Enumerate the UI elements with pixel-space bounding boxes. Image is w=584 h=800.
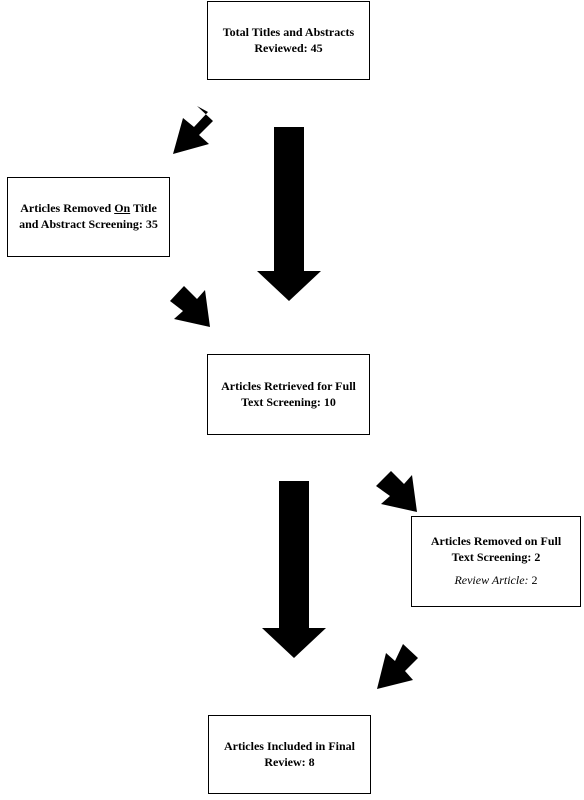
box-removed-title-line2: and Abstract Screening: 35: [19, 217, 158, 231]
box-retrieved-full-text: Articles Retrieved for Full Text Screeni…: [207, 354, 370, 435]
box-removed-title-abstract: Articles Removed On Title and Abstract S…: [7, 177, 170, 257]
box-removed-full-line1: Articles Removed on Full: [430, 534, 562, 549]
box-removed-full-reason-value: 2: [528, 573, 538, 588]
box-retrieved-line1: Articles Retrieved for Full: [221, 378, 356, 393]
box-included-line1: Articles Included in Final: [223, 738, 355, 753]
down-arrow-main-1: [257, 127, 321, 301]
box-removed-full-line2: Text Screening: 2: [451, 549, 541, 564]
box-removed-full-reason: Review Article: 2: [454, 573, 537, 589]
box-total-reviewed: Total Titles and Abstracts Reviewed: 45: [207, 1, 370, 80]
box-removed-title-line1: Articles Removed On Title: [20, 201, 157, 217]
diagonal-arrow-to-removed-title: [173, 106, 213, 154]
diagonal-arrow-to-removed-full: [376, 471, 417, 512]
box-removed-title-line1-post: Title: [130, 201, 157, 216]
box-removed-title-line1-pre: Articles Removed: [20, 201, 115, 216]
box-total-line1: Total Titles and Abstracts: [222, 24, 355, 39]
diagonal-arrow-to-included: [377, 644, 418, 689]
box-removed-full-text: Articles Removed on Full Text Screening:…: [411, 516, 581, 607]
box-retrieved-line2: Text Screening: 10: [241, 394, 336, 409]
box-removed-title-line1-underlined: On: [114, 201, 131, 216]
box-included-final: Articles Included in Final Review: 8: [208, 715, 371, 794]
diagonal-arrow-to-retrieved: [170, 286, 210, 327]
box-removed-full-reason-label: Review Article:: [454, 573, 529, 588]
box-included-line2: Review: 8: [264, 754, 315, 769]
down-arrow-main-2: [262, 481, 326, 658]
box-total-line2: Reviewed: 45: [254, 40, 323, 55]
